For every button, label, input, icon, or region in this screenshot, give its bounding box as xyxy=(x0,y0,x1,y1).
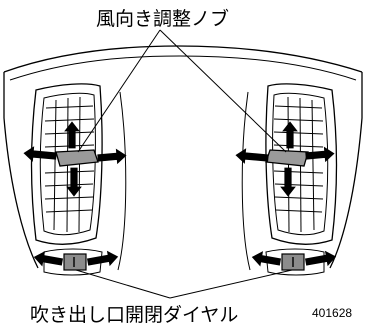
panel-right-edge xyxy=(329,72,363,269)
left-vent-opening xyxy=(39,92,96,236)
right-dial-housing xyxy=(265,248,325,276)
direction-arrows xyxy=(23,121,337,267)
right-vent-opening xyxy=(272,92,329,236)
knob-leader-right xyxy=(159,29,287,153)
knob-leader-left xyxy=(77,29,161,153)
left-adjustment-knob[interactable] xyxy=(55,149,99,167)
right-adjustment-knob[interactable] xyxy=(265,149,309,167)
left-louver xyxy=(45,209,93,213)
right-louver xyxy=(275,209,323,213)
left-fin xyxy=(53,99,57,231)
right-louver xyxy=(273,144,324,148)
left-dial-housing xyxy=(43,248,103,276)
dial-leader-right xyxy=(169,269,293,299)
right-louver xyxy=(273,170,324,174)
arrow-right-icon xyxy=(97,148,127,165)
right-louver xyxy=(274,105,323,109)
arrow-left-icon xyxy=(251,251,282,267)
arrow-right-icon xyxy=(305,146,335,163)
arrow-left-icon xyxy=(23,146,57,162)
center-seam-right xyxy=(241,91,251,271)
right-louver xyxy=(273,131,324,135)
figure-code: 401628 xyxy=(312,306,353,320)
center-seam-left xyxy=(117,91,127,271)
arrow-down-icon xyxy=(280,167,296,197)
panel-inner-top xyxy=(9,55,357,81)
knob-label: 風向き調整ノブ xyxy=(96,8,230,30)
dial-leader-left xyxy=(75,269,171,299)
left-louver xyxy=(44,170,95,174)
left-vent-bezel xyxy=(30,83,103,245)
left-louver xyxy=(45,105,94,109)
panel-top-edge xyxy=(3,45,363,73)
dashboard-panel-outline xyxy=(3,45,363,271)
right-vent xyxy=(265,83,338,276)
arrow-down-icon xyxy=(66,167,82,197)
right-louver xyxy=(274,183,324,187)
arrow-left-icon xyxy=(33,251,64,267)
panel-left-edge xyxy=(3,72,39,269)
arrow-left-icon xyxy=(235,148,269,164)
left-louver xyxy=(44,118,95,122)
leader-lines xyxy=(75,29,293,299)
arrow-up-icon xyxy=(282,121,298,149)
right-louver xyxy=(273,118,324,122)
right-fin xyxy=(311,99,315,231)
left-louver xyxy=(44,196,94,200)
left-vent-dial[interactable] xyxy=(63,253,87,271)
right-vent-bezel xyxy=(265,83,338,245)
left-vent xyxy=(30,83,103,276)
arrow-right-icon xyxy=(304,250,337,267)
left-louver xyxy=(44,183,94,187)
right-louver xyxy=(274,196,324,200)
dial-label: 吹き出し口開閉ダイヤル xyxy=(30,304,239,326)
arrow-right-icon xyxy=(86,250,119,267)
arrow-up-icon xyxy=(64,121,80,149)
